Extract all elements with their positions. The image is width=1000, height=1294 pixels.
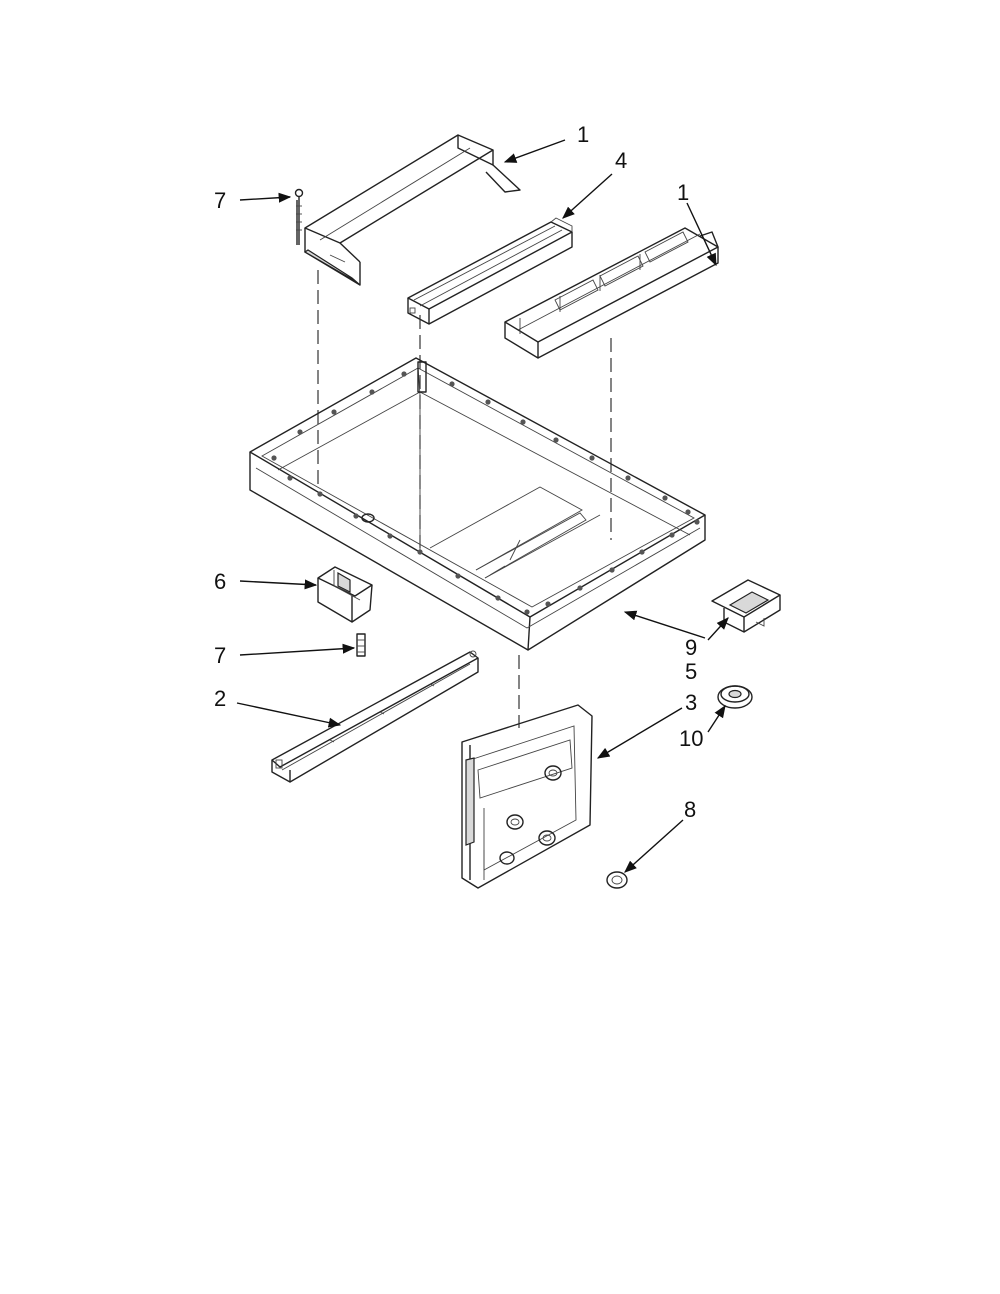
callout-1-top: 1	[577, 122, 589, 147]
callout-7-lower: 7	[214, 643, 226, 668]
part-8-grommet	[606, 871, 628, 889]
callout-2: 2	[214, 686, 226, 711]
callout-6: 6	[214, 569, 226, 594]
part-1-right-channel	[504, 227, 719, 359]
callout-7-top: 7	[214, 188, 226, 213]
part-3-panel	[461, 704, 593, 889]
alignment-lines	[317, 270, 612, 728]
callout-5: 5	[685, 659, 697, 684]
part-4-channel	[407, 217, 573, 325]
part-7-screw-top	[294, 188, 304, 245]
callouts: 1 4 1 7 6 7 2 9 5 3 10 8	[214, 122, 703, 822]
part-1-left-channel	[303, 134, 521, 286]
callout-9: 9	[685, 635, 697, 660]
callout-3: 3	[685, 690, 697, 715]
callout-10: 10	[679, 726, 703, 751]
part-5-base-tray	[249, 357, 706, 651]
leader-lines	[236, 139, 729, 873]
part-6-bracket	[317, 566, 373, 623]
callout-8: 8	[684, 797, 696, 822]
part-7-screw-lower	[356, 633, 366, 657]
part-2-rail	[271, 650, 479, 783]
part-10-washer	[717, 685, 753, 709]
callout-4: 4	[615, 148, 627, 173]
callout-1-right: 1	[677, 180, 689, 205]
